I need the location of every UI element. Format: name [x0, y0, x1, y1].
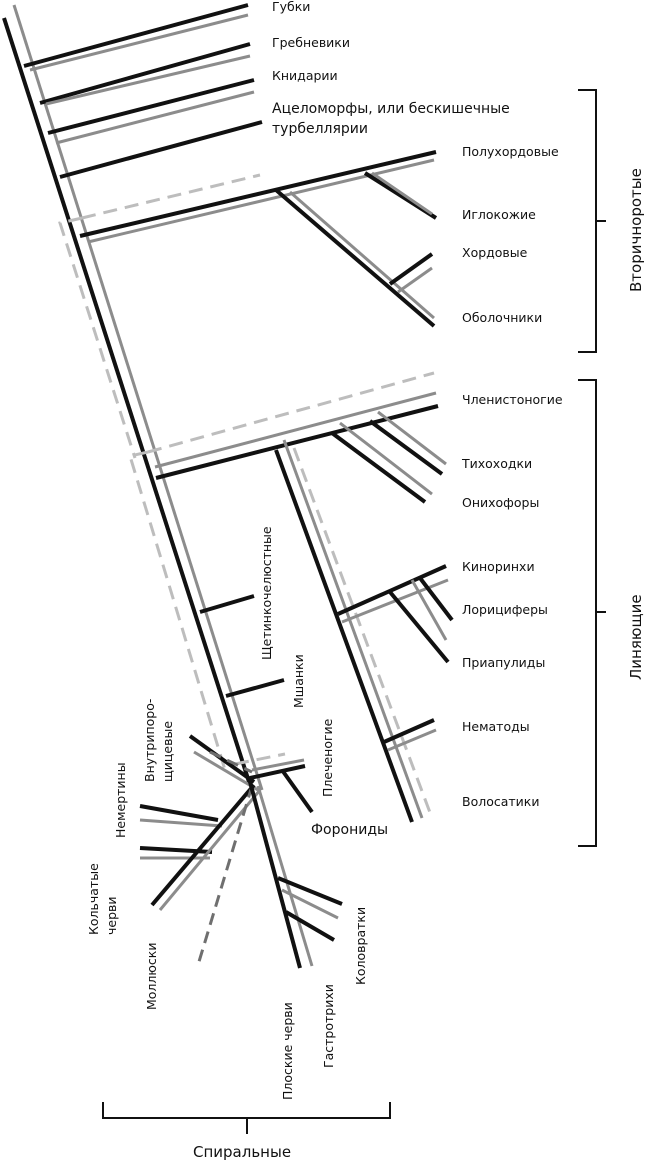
label-priapulidy: Приапулиды [462, 655, 545, 670]
label-onihofory: Онихофоры [462, 495, 539, 510]
label-mshanki: Мшанки [291, 654, 306, 708]
label-nemertiny: Немертины [113, 762, 128, 838]
label-nematody: Нематоды [462, 719, 530, 734]
ecdysozoan-branches [128, 371, 454, 823]
main-trunk [2, 4, 264, 791]
label-obolochniki: Оболочники [462, 310, 542, 325]
label-vnutriporoshchevye-line2: щицевые [160, 721, 175, 782]
ecdysozoan-bracket [578, 379, 606, 847]
label-plechenogie: Плеченогие [320, 718, 335, 797]
label-gastrotrihi: Гастротрихи [321, 984, 336, 1068]
label-mollyuski: Моллюски [144, 943, 159, 1010]
label-acelomorfy-line1: Ацеломорфы, или бескишечные [272, 101, 510, 117]
group-label-spiralnye: Спиральные [193, 1143, 291, 1161]
label-acelomorfy-line2: турбеллярии [272, 121, 368, 137]
label-poluhordovye: Полухордовые [462, 144, 559, 159]
label-ploskie: Плоские черви [280, 1002, 295, 1100]
group-label-linyayushchie: Линяющие [627, 594, 645, 680]
label-volosatiki: Волосатики [462, 794, 539, 809]
label-vnutriporoshchevye-line1: Внутрипоро- [142, 699, 157, 782]
label-gubki: Губки [272, 0, 310, 14]
label-chlenistonogie: Членистоногие [462, 392, 563, 407]
label-iglokozhie: Иглокожие [462, 207, 536, 222]
spiralian-branches [139, 594, 343, 969]
group-label-vtorichnorotye: Вторичноротые [627, 168, 645, 292]
spiralian-bracket [102, 1102, 391, 1134]
basal-branches [23, 3, 263, 179]
label-loricifery: Лорициферы [462, 602, 548, 617]
label-hordovye: Хордовые [462, 245, 528, 260]
deuterostome-branches [58, 150, 438, 459]
label-knidarii: Книдарии [272, 68, 338, 83]
label-kolovratki: Коловратки [353, 907, 368, 985]
label-shchetinkochelyustnye: Щетинкочелюстные [259, 526, 274, 660]
label-kolchatye-line1: Кольчатые [86, 863, 101, 935]
label-kinorinhi: Киноринхи [462, 559, 535, 574]
label-tihohodki: Тихоходки [461, 456, 532, 471]
deuterostome-bracket [578, 89, 606, 353]
label-foronidy: Форониды [311, 822, 388, 838]
label-grebneviki: Гребневики [272, 35, 350, 50]
label-kolchatye-line2: черви [104, 896, 119, 935]
